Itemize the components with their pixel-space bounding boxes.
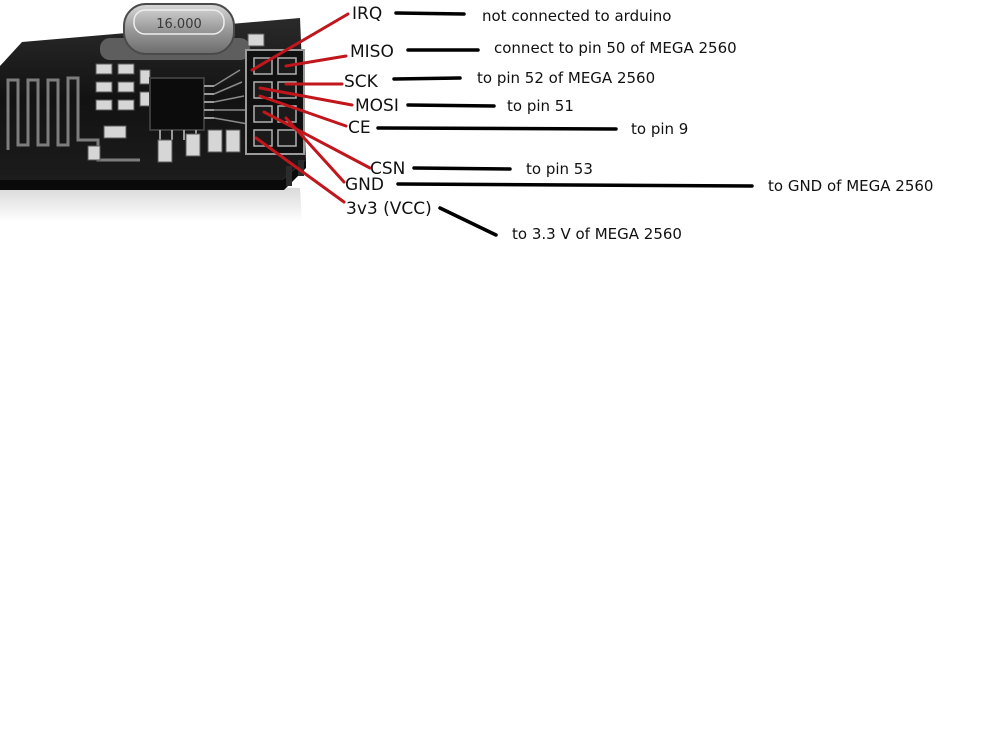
crystal-oscillator: 16.000: [100, 3, 250, 60]
connector-line-gnd: [396, 182, 754, 188]
pcb-antenna: [6, 76, 88, 150]
description-mosi: to pin 51: [507, 97, 574, 115]
connector-line-mosi: [406, 103, 496, 108]
header-pin-vcc: [277, 129, 297, 147]
pointer-line-mosi: [258, 86, 354, 107]
header-pin-csn: [253, 105, 273, 123]
pin-labels: IRQ MISO SCK MOSI CE CSN GND 3v3 (VCC): [344, 4, 432, 219]
description-miso: connect to pin 50 of MEGA 2560: [494, 39, 737, 57]
pointer-line-gnd: [284, 116, 346, 184]
passive-components-bottom: [157, 33, 265, 163]
pin-legs: [286, 160, 304, 186]
crystal-marking: 16.000: [156, 17, 202, 32]
connector-line-ce: [376, 126, 618, 131]
connector-line-irq: [394, 11, 466, 16]
description-ce: to pin 9: [631, 120, 688, 138]
description-csn: to pin 53: [526, 160, 593, 178]
nrf24l01-module-image: 16.000: [0, 3, 306, 222]
pointer-line-vcc: [254, 136, 346, 204]
connector-line-vcc: [438, 206, 498, 237]
connection-descriptions: not connected to arduino connect to pin …: [477, 7, 933, 243]
pin-label-irq: IRQ: [352, 4, 382, 24]
pcb-edge: [0, 160, 306, 190]
pin-label-mosi: MOSI: [355, 96, 399, 116]
pointer-line-ce: [258, 94, 348, 128]
pointer-line-csn: [262, 110, 372, 170]
pin-label-vcc: 3v3 (VCC): [346, 199, 432, 219]
description-gnd: to GND of MEGA 2560: [768, 177, 933, 195]
description-irq: not connected to arduino: [482, 7, 671, 25]
header-pin-gnd: [253, 129, 273, 147]
pin-label-gnd: GND: [345, 175, 384, 195]
pin-label-sck: SCK: [344, 72, 379, 92]
connector-lines: [376, 11, 754, 237]
pin-label-csn: CSN: [370, 159, 405, 179]
connector-line-csn: [412, 166, 512, 171]
description-sck: to pin 52 of MEGA 2560: [477, 69, 655, 87]
connector-line-sck: [392, 76, 462, 81]
pointer-line-irq: [250, 12, 350, 72]
nrf24l01-chip: [149, 69, 249, 140]
pointer-line-miso: [284, 54, 348, 68]
pin-label-ce: CE: [348, 118, 371, 138]
pin-label-miso: MISO: [350, 42, 394, 62]
description-vcc: to 3.3 V of MEGA 2560: [512, 225, 682, 243]
pointer-lines: [250, 12, 372, 204]
